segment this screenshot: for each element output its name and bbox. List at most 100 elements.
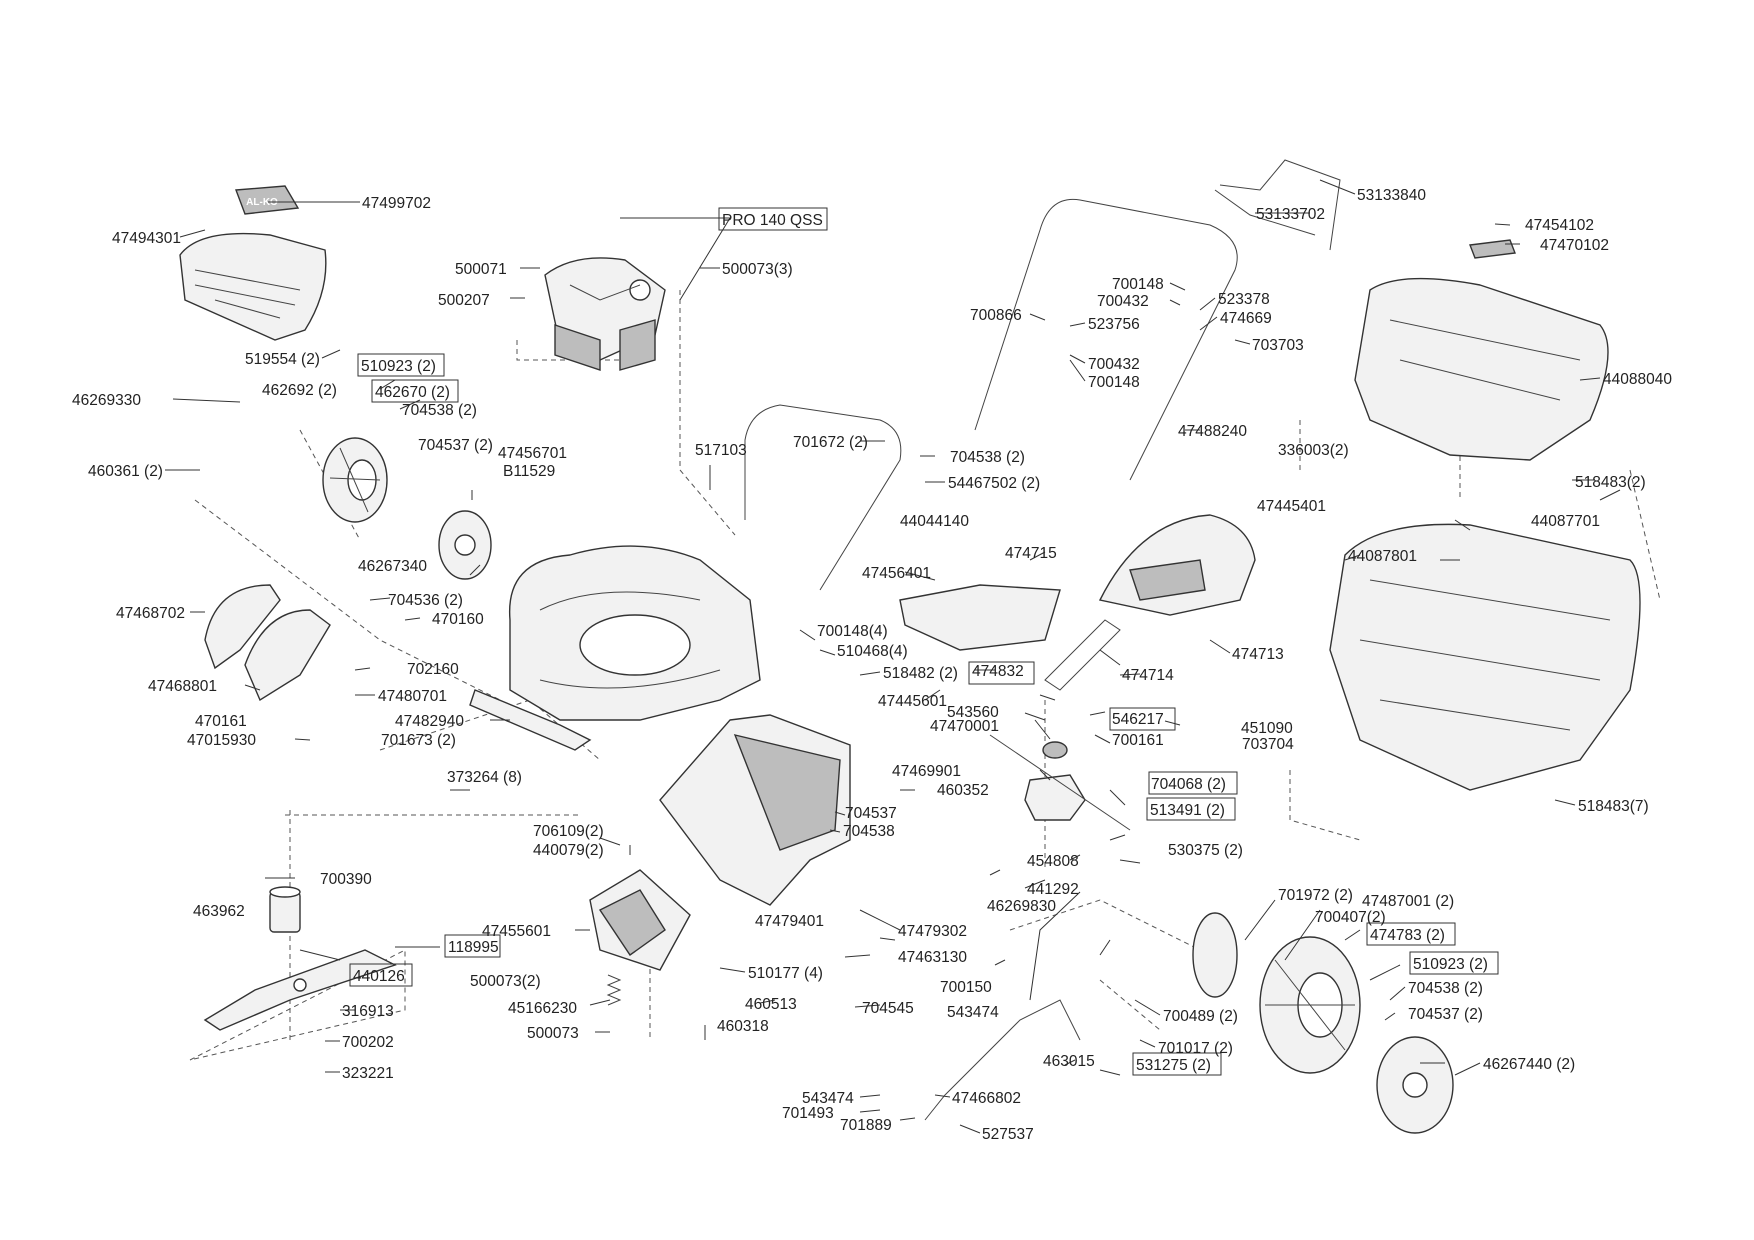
part-label: 460352 <box>937 782 989 799</box>
part-label: 702160 <box>407 661 459 678</box>
part-label: 701972 (2) <box>1278 887 1353 904</box>
part-label: 47480701 <box>378 688 447 705</box>
part-label: 463962 <box>193 903 245 920</box>
part-label: 46269330 <box>72 392 141 409</box>
wheel-disc-part <box>1192 912 1238 998</box>
part-label: 704068 (2) <box>1151 776 1226 793</box>
logo-badge-icon: AL-KO <box>235 185 300 215</box>
part-label: 45166230 <box>508 1000 577 1017</box>
part-label: 700161 <box>1112 732 1164 749</box>
part-label: 462692 (2) <box>262 382 337 399</box>
part-label: 704545 <box>862 1000 914 1017</box>
hubcap-left-part <box>438 510 492 580</box>
bail-lever-part <box>1214 159 1341 251</box>
height-adjust-lever-part <box>924 999 1081 1121</box>
blade-part <box>203 949 397 1031</box>
grass-catcher-top-part <box>1354 239 1609 461</box>
side-guard-left-part <box>204 584 281 670</box>
part-label: 704536 (2) <box>388 592 463 609</box>
part-label: 701673 (2) <box>381 732 456 749</box>
part-label: 700202 <box>342 1034 394 1051</box>
mower-deck-part <box>469 545 761 751</box>
part-label: 47463130 <box>898 949 967 966</box>
part-label: 441292 <box>1027 881 1079 898</box>
part-label: 704537 (2) <box>418 437 493 454</box>
part-label: 53133840 <box>1357 187 1426 204</box>
part-label: 460318 <box>717 1018 769 1035</box>
part-label: 523378 <box>1218 291 1270 308</box>
part-label: 543474 <box>802 1090 854 1107</box>
blade-adapter-part <box>269 886 301 933</box>
part-labels: 47499702 47494301 PRO 140 QSS 500071 500… <box>72 187 1672 1143</box>
part-label: 706109(2) <box>533 823 604 840</box>
part-label: 460513 <box>745 996 797 1013</box>
part-label: 47482940 <box>395 713 464 730</box>
part-label: 54467502 (2) <box>948 475 1040 492</box>
part-label: 700148(4) <box>817 623 888 640</box>
part-label: 701672 (2) <box>793 434 868 451</box>
part-label: 373264 (8) <box>447 769 522 786</box>
part-label: 47494301 <box>112 230 181 247</box>
part-label: 510923 (2) <box>361 358 436 375</box>
part-label: 474669 <box>1220 310 1272 327</box>
part-label: 47015930 <box>187 732 256 749</box>
part-label: 704537 <box>845 805 897 822</box>
part-label: 518482 (2) <box>883 665 958 682</box>
part-label: 500071 <box>455 261 507 278</box>
part-label: 47469901 <box>892 763 961 780</box>
part-label: 500073(2) <box>470 973 541 990</box>
part-label: 47456401 <box>862 565 931 582</box>
part-label: 704538 (2) <box>950 449 1025 466</box>
part-label: 44087701 <box>1531 513 1600 530</box>
part-label: 474832 <box>972 663 1024 680</box>
part-label: 531275 (2) <box>1136 1057 1211 1074</box>
gearbox-part <box>1024 741 1086 821</box>
part-label: 701017 (2) <box>1158 1040 1233 1057</box>
part-label: 47445401 <box>1257 498 1326 515</box>
part-label: 530375 (2) <box>1168 842 1243 859</box>
part-label: 543474 <box>947 1004 999 1021</box>
part-label: 523756 <box>1088 316 1140 333</box>
part-label: 470161 <box>195 713 247 730</box>
part-label: 519554 (2) <box>245 351 320 368</box>
part-label: 47454102 <box>1525 217 1594 234</box>
part-label: 451090 <box>1241 720 1293 737</box>
part-label: 47466802 <box>952 1090 1021 1107</box>
part-label: 703703 <box>1252 337 1304 354</box>
mulch-insert-part <box>1098 514 1256 616</box>
part-label: 47487001 (2) <box>1362 893 1454 910</box>
part-label: 527537 <box>982 1126 1034 1143</box>
wheel-right-part <box>1259 936 1361 1074</box>
part-label: 47468702 <box>116 605 185 622</box>
part-label: 46267440 (2) <box>1483 1056 1575 1073</box>
part-label: 316913 <box>342 1003 394 1020</box>
part-label: 543560 <box>947 704 999 721</box>
part-label: 700866 <box>970 307 1022 324</box>
part-label: 704537 (2) <box>1408 1006 1483 1023</box>
engine-cover-part <box>179 232 327 341</box>
wheel-left-part <box>322 437 388 523</box>
part-label: 700148 <box>1112 276 1164 293</box>
part-label: 500073(3) <box>722 261 793 278</box>
upper-handle-part <box>974 198 1238 481</box>
part-label: 47499702 <box>362 195 431 212</box>
deck-spring-part <box>606 974 622 1006</box>
side-guard-left2-part <box>244 609 331 702</box>
svg-text:AL-KO: AL-KO <box>246 197 278 208</box>
part-label: 46269830 <box>987 898 1056 915</box>
part-label: 510177 (4) <box>748 965 823 982</box>
part-label: 500073 <box>527 1025 579 1042</box>
part-label: 336003(2) <box>1278 442 1349 459</box>
part-label: 47470102 <box>1540 237 1609 254</box>
rear-chute-part <box>659 714 851 906</box>
part-label: 510468(4) <box>837 643 908 660</box>
part-label: 700432 <box>1097 293 1149 310</box>
part-label: 474783 (2) <box>1370 927 1445 944</box>
part-label: 704538 (2) <box>1408 980 1483 997</box>
part-label: 44088040 <box>1603 371 1672 388</box>
part-label: 510923 (2) <box>1413 956 1488 973</box>
part-label: B11529 <box>503 463 555 480</box>
part-label: 462670 (2) <box>375 384 450 401</box>
part-label: 513491 (2) <box>1150 802 1225 819</box>
part-label: 47479401 <box>755 913 824 930</box>
